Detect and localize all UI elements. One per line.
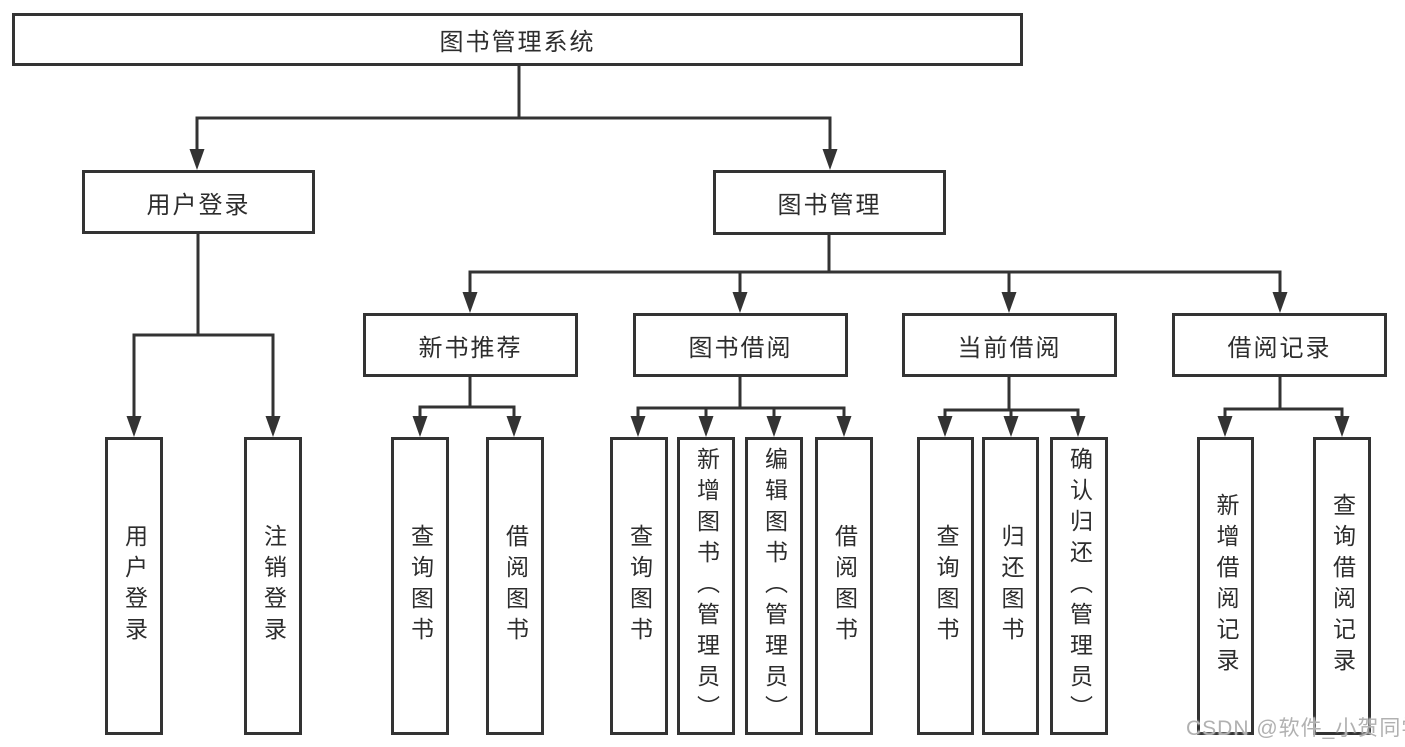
leaf-query-borrow-record: 查询借阅记录	[1313, 437, 1371, 735]
node-user-login: 用户登录	[82, 170, 315, 234]
leaf-label: 确认归还（管理员）	[1066, 446, 1093, 726]
leaf-add-book-admin: 新增图书（管理员）	[677, 437, 735, 735]
arrowheads	[126, 149, 1350, 437]
csdn-watermark: CSDN @软件_小贺同学	[1186, 717, 1405, 740]
node-book-borrowing: 图书借阅	[633, 313, 848, 377]
node-label: 借阅记录	[1227, 334, 1332, 362]
leaf-logout: 注销登录	[244, 437, 302, 735]
leaf-label: 查询图书	[407, 524, 434, 648]
leaf-label: 归还图书	[998, 524, 1024, 648]
leaf-confirm-return-admin: 确认归还（管理员）	[1050, 437, 1108, 735]
leaf-label: 借阅图书	[502, 524, 529, 648]
node-current-borrowing: 当前借阅	[902, 313, 1117, 377]
leaf-label: 借阅图书	[831, 524, 858, 648]
leaf-label: 新增借阅记录	[1213, 493, 1239, 679]
leaf-label: 查询借阅记录	[1329, 493, 1356, 679]
leaf-label: 查询图书	[626, 524, 653, 648]
leaf-borrow-books-recommend: 借阅图书	[486, 437, 544, 735]
node-new-book-recommend: 新书推荐	[363, 313, 578, 377]
leaf-query-books-current: 查询图书	[917, 437, 974, 735]
leaf-label: 用户登录	[121, 524, 148, 648]
leaf-query-books-borrowing: 查询图书	[610, 437, 668, 735]
leaf-label: 编辑图书（管理员）	[761, 446, 788, 726]
leaf-borrow-books-borrowing: 借阅图书	[815, 437, 873, 735]
leaf-return-books: 归还图书	[982, 437, 1039, 735]
leaf-label: 新增图书（管理员）	[693, 446, 720, 726]
node-label: 新书推荐	[418, 334, 523, 362]
node-label: 当前借阅	[957, 334, 1062, 362]
leaf-add-borrow-record: 新增借阅记录	[1197, 437, 1254, 735]
node-label: 图书借阅	[688, 334, 793, 362]
node-label: 图书管理	[777, 192, 882, 219]
node-book-management: 图书管理	[713, 170, 946, 235]
leaf-label: 查询图书	[933, 524, 959, 648]
node-borrowing-records: 借阅记录	[1172, 313, 1387, 377]
leaf-edit-book-admin: 编辑图书（管理员）	[745, 437, 803, 735]
leaf-label: 注销登录	[260, 524, 287, 648]
leaf-query-books-recommend: 查询图书	[391, 437, 449, 735]
leaf-user-login: 用户登录	[105, 437, 163, 735]
node-label: 图书管理系统	[439, 29, 596, 56]
node-library-management-system: 图书管理系统	[12, 13, 1023, 66]
node-label: 用户登录	[146, 191, 251, 219]
